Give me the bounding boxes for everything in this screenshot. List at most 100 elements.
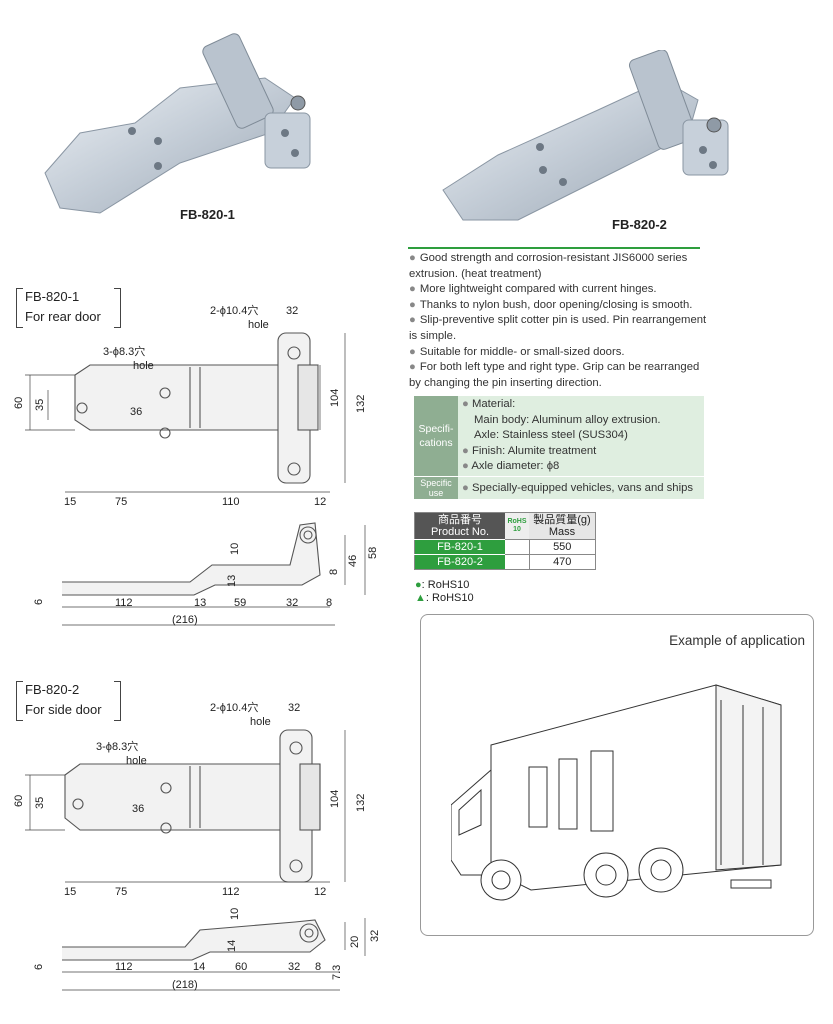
side-dim-6: 6 [33, 599, 45, 605]
side-dim-32: 32 [369, 930, 381, 942]
rohs-header: RoHS 10 [505, 512, 529, 540]
section2-model: FB-820-2 [25, 682, 80, 697]
holes-big-label: 2-ϕ10.4穴 [210, 700, 258, 714]
circle-icon: ● [415, 579, 422, 591]
mass-cell: 470 [528, 554, 596, 570]
mass-cell: 550 [528, 539, 596, 555]
side-dim-13: 13 [226, 575, 238, 587]
spec-material: Material: [471, 398, 516, 410]
application-title: Example of application [669, 633, 805, 648]
feature-text: For both left type and right type. Grip … [409, 361, 700, 389]
product-cell: FB-820-1 [414, 539, 505, 555]
dim-60: 60 [13, 397, 25, 409]
spec-label-line2: cations [419, 436, 453, 449]
dim-12: 12 [314, 496, 326, 508]
spec-values: ● Material: Main body: Aluminum alloy ex… [458, 396, 704, 477]
side-dim-7-3: 7.3 [331, 965, 343, 980]
feature-item: ●For both left type and right type. Grip… [409, 361, 700, 389]
side-dim-20: 20 [349, 936, 361, 948]
dim-75: 75 [115, 886, 127, 898]
spec-main-body: Main body: Aluminum alloy extrusion. [474, 413, 661, 426]
specifications-box: Specifi- cations ● Material: Main body: … [414, 396, 704, 499]
dim-132: 132 [355, 395, 367, 413]
side-dim-8: 8 [315, 961, 321, 973]
side-dim-60: 60 [235, 961, 247, 973]
specific-use-value: ● Specially-equipped vehicles, vans and … [458, 475, 704, 499]
rohs-header-text: RoHS [507, 518, 527, 525]
dim-36: 36 [132, 803, 144, 815]
product-no-header: 商品番号 Product No. [415, 513, 506, 540]
rohs-cell [505, 539, 529, 555]
side-dim-32: 32 [286, 597, 298, 609]
dim-112: 112 [222, 886, 240, 898]
dim-15: 15 [64, 886, 76, 898]
spec-label: Specifi- cations [414, 396, 458, 477]
dim-15: 15 [64, 496, 76, 508]
truck-illustration [451, 684, 782, 901]
feature-text: More lightweight compared with current h… [419, 283, 657, 296]
side-dim-14: 14 [226, 940, 238, 952]
mass-header-en: Mass [548, 526, 576, 538]
section1-model: FB-820-1 [25, 289, 80, 304]
section2-use: For side door [25, 702, 102, 717]
side-dim-59: 59 [234, 597, 246, 609]
section1-bracket-left [16, 288, 23, 328]
feature-item: ●Slip-preventive split cotter pin is use… [409, 314, 707, 342]
side-dim-32b: 32 [288, 961, 300, 973]
side-dim-10: 10 [229, 908, 241, 920]
holes-small-label: 3-ϕ8.3穴 [103, 344, 145, 358]
table-row: FB-820-2 470 [414, 554, 596, 570]
legend-triangle-text: : RoHS10 [425, 592, 474, 604]
hinge-photo-fb-820-1 [44, 33, 311, 214]
side-dim-10: 10 [229, 543, 241, 555]
feature-item: ●Thanks to nylon bush, door opening/clos… [409, 298, 693, 311]
section1-labels: FB-820-1 For rear door [25, 287, 101, 327]
spec-label-line1: Specifi- [418, 422, 454, 435]
dim-32: 32 [286, 305, 298, 317]
dim-60: 60 [13, 795, 25, 807]
side-dim-112: 112 [115, 961, 133, 973]
side-dim-112: 112 [115, 597, 133, 609]
side-dim-14b: 14 [193, 961, 205, 973]
rohs-cell [505, 554, 529, 570]
dim-12: 12 [314, 886, 326, 898]
rohs-header-sub: 10 [513, 526, 521, 533]
section1-bracket-right [114, 288, 121, 328]
side-dim-8: 8 [328, 569, 340, 575]
feature-text: Suitable for middle- or small-sized door… [419, 345, 625, 358]
dim-32: 32 [288, 702, 300, 714]
fb-820-1-caption: FB-820-1 [180, 207, 235, 222]
mass-header: 製品質量(g) Mass [529, 512, 596, 540]
feature-item: ●More lightweight compared with current … [409, 283, 657, 296]
spec-axle-diameter: Axle diameter: ϕ8 [471, 460, 560, 473]
features-divider [408, 247, 700, 249]
feature-text: Good strength and corrosion-resistant JI… [409, 252, 688, 280]
hole-label: hole [250, 716, 271, 728]
side-dim-6: 6 [33, 964, 45, 970]
rohs-legend: ●: RoHS10 ▲: RoHS10 [415, 579, 474, 605]
dim-132: 132 [355, 794, 367, 812]
section2-bracket-left [16, 681, 23, 721]
side-dim-218: (218) [172, 979, 198, 991]
hole-label: hole [133, 360, 154, 372]
product-table: 商品番号 Product No. RoHS 10 製品質量(g) Mass FB… [414, 512, 596, 570]
side-dim-8b: 8 [326, 597, 332, 609]
side-dim-46: 46 [347, 555, 359, 567]
dim-35: 35 [34, 797, 46, 809]
dim-35: 35 [34, 399, 46, 411]
product-no-header-jp: 商品番号 [438, 514, 482, 526]
hole-label: hole [126, 755, 147, 767]
hinge-photo-fb-820-2 [442, 50, 729, 221]
application-example-panel: Example of application [420, 614, 814, 936]
fb-820-2-drawing: 60 35 36 104 132 32 2-ϕ10.4穴 hole 3-ϕ8.3… [13, 700, 381, 991]
product-cell: FB-820-2 [414, 554, 505, 570]
section1-use: For rear door [25, 309, 101, 324]
side-dim-58: 58 [367, 547, 379, 559]
feature-text: Slip-preventive split cotter pin is used… [409, 314, 707, 342]
section2-labels: FB-820-2 For side door [25, 680, 102, 720]
dim-36: 36 [130, 406, 142, 418]
dim-104: 104 [329, 790, 341, 808]
hole-label: hole [248, 319, 269, 331]
features-list: ●Good strength and corrosion-resistant J… [409, 251, 709, 391]
mass-header-jp: 製品質量(g) [533, 514, 591, 526]
